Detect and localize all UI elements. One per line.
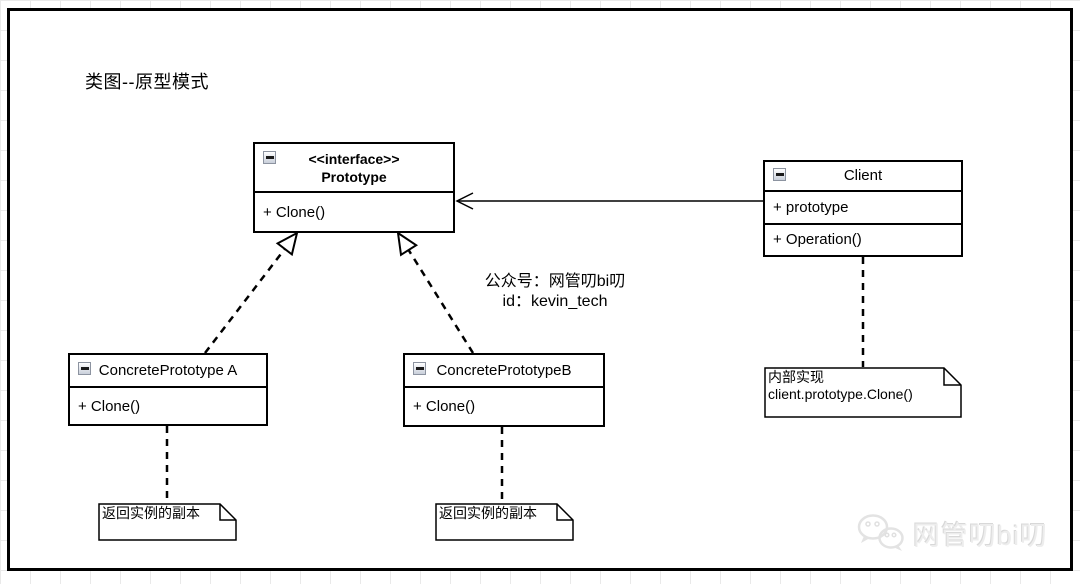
note-concrete-b: 返回实例的副本 [435,503,574,541]
class-name: ConcretePrototype A [98,361,238,379]
diagram-title: 类图--原型模式 [85,72,209,92]
note-text: 返回实例的副本 [439,505,537,521]
wechat-icon [857,514,904,551]
note-text: 返回实例的副本 [102,505,200,521]
realization-concrete-a [204,231,299,354]
annotation-line2: id：kevin_tech [502,293,608,310]
diagram-canvas: 类图--原型模式 <<interface>> Prototype + Clone… [7,8,1073,571]
note-text-line1: 内部实现 [768,369,824,385]
note-shape [98,503,237,541]
connector-layer [165,192,865,503]
class-box-prototype: <<interface>> Prototype + Clone() [253,142,455,233]
class-name: Prototype [321,168,387,185]
collapse-icon[interactable] [773,168,786,181]
collapse-icon[interactable] [263,151,276,164]
note-concrete-a: 返回实例的副本 [98,503,237,541]
note-text-line2: client.prototype.Clone() [768,386,913,402]
class-box-concrete-a: ConcretePrototype A + Clone() [68,353,268,426]
method-label: + Operation() [765,222,961,256]
note-shape [435,503,574,541]
annotation-line1: 公众号：网管叨bi叨 [484,273,626,290]
watermark-text: 网管叨bi叨 [913,520,1049,551]
class-name: Client [843,167,883,184]
collapse-icon[interactable] [78,362,91,375]
class-name: ConcretePrototypeB [436,361,572,379]
method-label: + Clone() [413,398,476,415]
note-text: 内部实现 client.prototype.Clone() [768,369,913,403]
method-label: + Clone() [263,203,326,221]
realization-concrete-b [396,230,475,354]
note-client-impl: 内部实现 client.prototype.Clone() [764,367,962,418]
attribute-label: + prototype [773,198,849,216]
class-box-concrete-b: ConcretePrototypeB + Clone() [403,353,605,427]
method-label: + Clone() [78,397,141,415]
stereotype-label: <<interface>> [308,150,400,167]
collapse-icon[interactable] [413,362,426,375]
account-annotation: 公众号：网管叨bi叨 id：kevin_tech [430,272,680,312]
association-client-prototype [455,192,763,210]
watermark: 网管叨bi叨 [855,511,1048,555]
class-box-client: Client + prototype + Operation() [763,160,963,257]
note-shape [764,367,962,418]
